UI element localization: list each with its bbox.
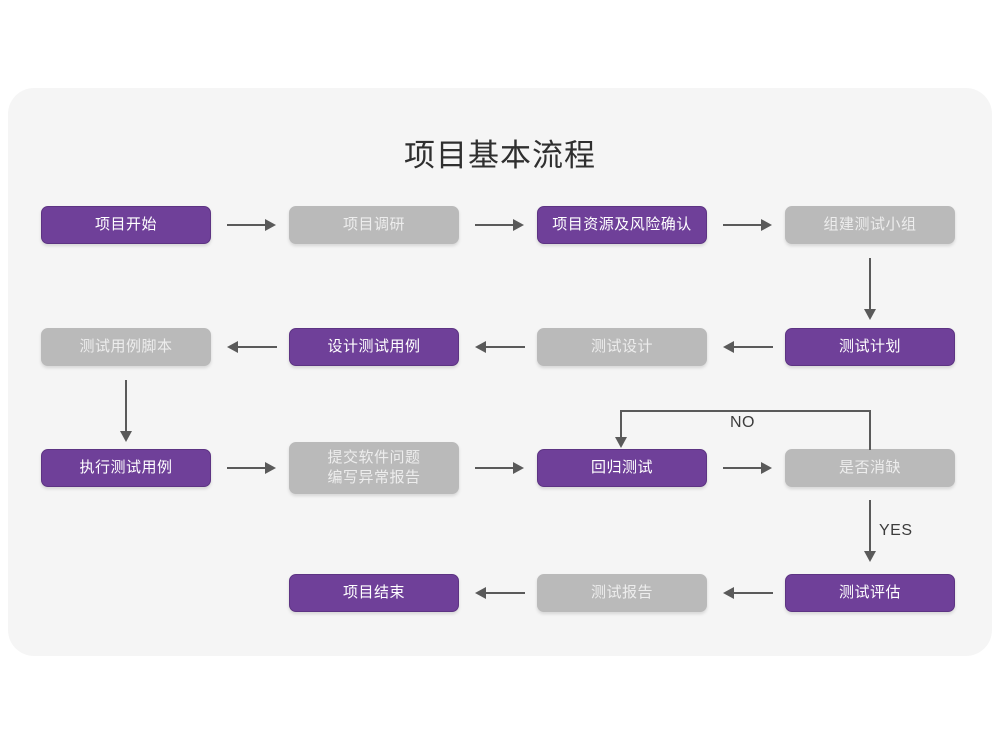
arrowhead-right-icon xyxy=(761,219,772,231)
connector-n1-n2 xyxy=(227,224,267,226)
node-test-plan[interactable]: 测试计划 xyxy=(785,328,955,366)
arrowhead-right-icon xyxy=(265,219,276,231)
node-project-start[interactable]: 项目开始 xyxy=(41,206,211,244)
arrowhead-right-icon xyxy=(265,462,276,474)
arrowhead-right-icon xyxy=(761,462,772,474)
node-resource-risk-confirm[interactable]: 项目资源及风险确认 xyxy=(537,206,707,244)
connector-n10-n11 xyxy=(475,467,515,469)
arrowhead-left-icon xyxy=(227,341,238,353)
node-project-end[interactable]: 项目结束 xyxy=(289,574,459,612)
node-regression-test[interactable]: 回归测试 xyxy=(537,449,707,487)
edge-label-no: NO xyxy=(730,414,755,431)
arrowhead-right-icon xyxy=(513,219,524,231)
node-test-report[interactable]: 测试报告 xyxy=(537,574,707,612)
arrowhead-down-icon xyxy=(864,309,876,320)
node-execute-test-cases[interactable]: 执行测试用例 xyxy=(41,449,211,487)
arrowhead-left-icon xyxy=(723,587,734,599)
connector-n4-n5 xyxy=(869,258,871,311)
node-test-design[interactable]: 测试设计 xyxy=(537,328,707,366)
node-defect-resolved[interactable]: 是否消缺 xyxy=(785,449,955,487)
connector-n9-n10 xyxy=(227,467,267,469)
page-title: 项目基本流程 xyxy=(404,138,596,173)
connector-n13-n14 xyxy=(733,592,773,594)
connector-n2-n3 xyxy=(475,224,515,226)
connector-n6-n7 xyxy=(485,346,525,348)
connector-n3-n4 xyxy=(723,224,763,226)
arrowhead-left-icon xyxy=(475,341,486,353)
node-form-test-team[interactable]: 组建测试小组 xyxy=(785,206,955,244)
connector-n8-n9 xyxy=(125,380,127,433)
arrowhead-down-icon xyxy=(120,431,132,442)
node-design-test-cases[interactable]: 设计测试用例 xyxy=(289,328,459,366)
connector-no-across xyxy=(620,410,871,412)
connector-n5-n6 xyxy=(733,346,773,348)
node-project-research[interactable]: 项目调研 xyxy=(289,206,459,244)
connector-n11-n12 xyxy=(723,467,763,469)
connector-n14-n15 xyxy=(485,592,525,594)
arrowhead-right-icon xyxy=(513,462,524,474)
connector-yes xyxy=(869,500,871,553)
diagram-card xyxy=(8,88,992,656)
edge-label-yes: YES xyxy=(879,522,913,539)
arrowhead-down-icon xyxy=(864,551,876,562)
node-submit-issue-report[interactable]: 提交软件问题 编写异常报告 xyxy=(289,442,459,494)
arrowhead-left-icon xyxy=(723,341,734,353)
connector-no-down xyxy=(620,410,622,440)
arrowhead-down-icon xyxy=(615,437,627,448)
node-test-evaluation[interactable]: 测试评估 xyxy=(785,574,955,612)
arrowhead-left-icon xyxy=(475,587,486,599)
connector-no-up xyxy=(869,410,871,450)
connector-n7-n8 xyxy=(237,346,277,348)
node-test-case-script[interactable]: 测试用例脚本 xyxy=(41,328,211,366)
